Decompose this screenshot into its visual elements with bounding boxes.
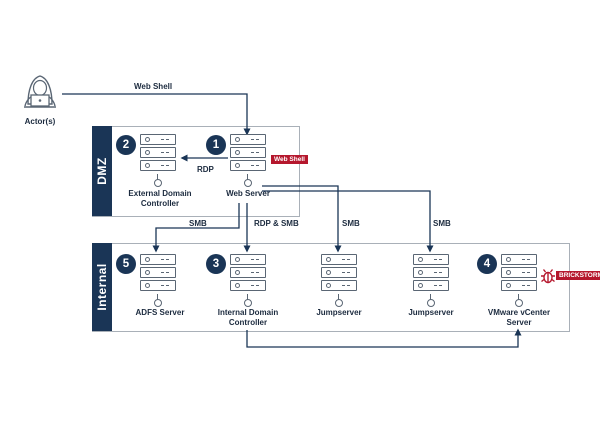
web-shell-edge-label: Web Shell [134,82,173,91]
external-dc-badge: 2 [116,135,136,155]
edge-web-shell [62,93,251,136]
adfs-label: ADFS Server [135,308,185,317]
hacker-laptop-icon [24,75,56,108]
dmz-zone-label: DMZ [92,126,112,216]
internal-zone-label: Internal [92,243,112,331]
edge-smb-jumpserver-b [262,190,434,253]
rdp-edge-label: RDP [197,165,214,174]
vcenter-label: VMware vCenter Server [474,308,564,328]
bug-icon [540,268,556,284]
brickstorm-tag: BRICKSTORM [556,271,600,280]
internal-dc-label-line2: Controller [228,318,268,327]
vcenter-label-line2: Server [506,318,532,327]
jumpserver-a-label: Jumpserver [316,308,362,317]
web-server-label: Web Server [226,189,270,198]
rdp-smb-edge-label: RDP & SMB [254,219,299,228]
internal-dc-label-line1: Internal Domain [217,308,279,317]
internal-dc-badge: 3 [206,254,226,274]
actor-label: Actor(s) [24,117,56,126]
internal-dc-label: Internal Domain Controller [203,308,293,328]
web-shell-tag: Web Shell [271,155,308,164]
external-dc-label-line2: Controller [140,199,180,208]
adfs-badge: 5 [116,254,136,274]
actor [20,68,60,113]
smb-jumpserver-b-edge-label: SMB [433,219,451,228]
edge-dc-to-vcenter [246,328,522,348]
web-server-badge: 1 [206,135,226,155]
smb-adfs-edge-label: SMB [189,219,207,228]
jumpserver-b-label: Jumpserver [408,308,454,317]
external-dc-label: External Domain Controller [115,189,205,209]
smb-jumpserver-a-edge-label: SMB [342,219,360,228]
vcenter-label-line1: VMware vCenter [487,308,551,317]
vcenter-badge: 4 [477,254,497,274]
external-dc-label-line1: External Domain [128,189,192,198]
edge-smb-jumpserver-a [262,185,342,253]
edge-smb-adfs [152,203,240,253]
